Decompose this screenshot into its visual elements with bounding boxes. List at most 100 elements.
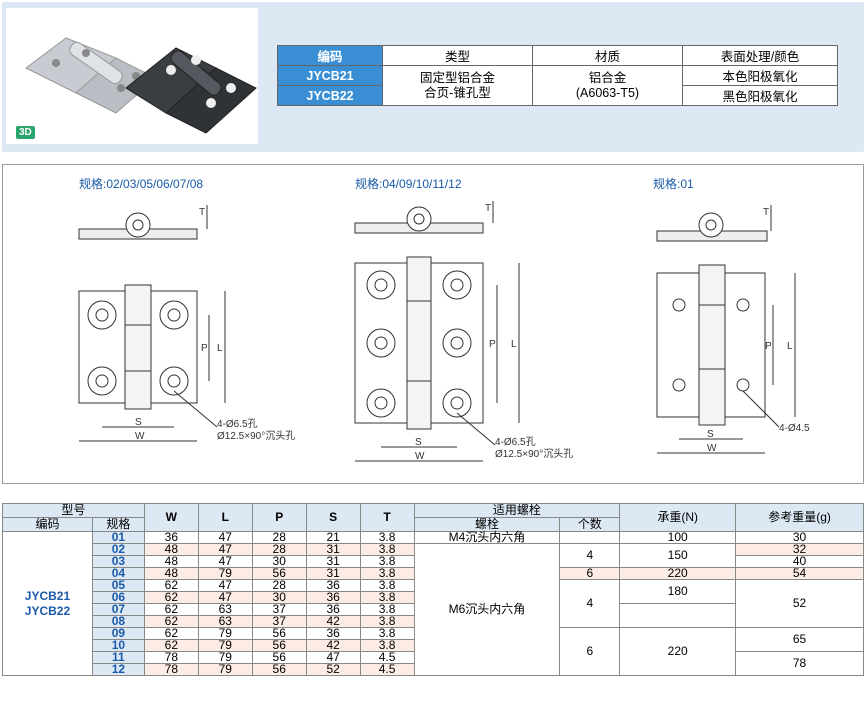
cell-w: 62 (143, 627, 199, 640)
table-row: 02 48 47 28 31 3.8 M6沉头内六角 4 150 32 (3, 543, 864, 676)
drawing-c (656, 205, 796, 454)
spec-09[interactable]: 09 (91, 627, 145, 640)
drawing-b-hole-2: Ø12.5×90°沉头孔 (495, 447, 573, 460)
drawing-c-dim-t: T (763, 207, 769, 218)
header-panel: 3D 编码 类型 材质 表面处理/颜色 JYCB21 固定型铝合金 合页-锥孔型… (2, 2, 864, 152)
type-line2: 合页-锥孔型 (424, 85, 491, 100)
cell-p: 56 (251, 663, 307, 676)
drawing-a-dim-s: S (135, 417, 142, 428)
code-cell: JYCB21 JYCB22 (2, 531, 93, 676)
cell-t: 3.8 (359, 591, 415, 604)
drawing-a-dim-p: P (201, 343, 208, 354)
spec-12[interactable]: 12 (91, 663, 145, 676)
drawing-a-dim-t: T (199, 207, 205, 218)
spec-06[interactable]: 06 (91, 591, 145, 604)
cell-p: 56 (251, 567, 307, 580)
load-100: 100 (619, 531, 737, 544)
finish-black: 黑色阳极氧化 (682, 85, 838, 106)
th-t: T (359, 503, 415, 532)
cell-l: 47 (197, 555, 253, 568)
spec-01[interactable]: 01 (91, 531, 145, 544)
load-220a: 220 (619, 567, 737, 580)
th-bolt: 螺栓 (413, 517, 561, 532)
th-load: 承重(N) (619, 503, 737, 532)
cell-p: 30 (251, 591, 307, 604)
weight-65: 65 (735, 627, 864, 652)
material-line1: 铝合金 (588, 70, 627, 85)
drawing-b-dim-l: L (511, 339, 517, 350)
drawing-b (354, 201, 520, 462)
th-code: 编码 (2, 517, 93, 532)
cell-l: 79 (197, 663, 253, 676)
cell-s: 42 (305, 639, 361, 652)
count-6b: 6 (559, 627, 621, 676)
cell-p: 56 (251, 639, 307, 652)
bolt-m4: M4沉头内六角 (413, 531, 561, 544)
cell-w: 48 (143, 567, 199, 580)
count-empty (559, 531, 621, 544)
load-150: 150 (619, 543, 737, 568)
drawing-c-dim-s: S (707, 429, 714, 440)
count-4b: 4 (559, 579, 621, 628)
cell-s: 36 (305, 627, 361, 640)
spec-04[interactable]: 04 (91, 567, 145, 580)
cell-p: 56 (251, 627, 307, 640)
spec-table: 编码 类型 材质 表面处理/颜色 JYCB21 固定型铝合金 合页-锥孔型 铝合… (277, 45, 838, 106)
code-jycb21[interactable]: JYCB21 (277, 65, 383, 86)
col-finish: 表面处理/颜色 (682, 45, 838, 66)
cell-s: 31 (305, 543, 361, 556)
cell-w: 62 (143, 639, 199, 652)
load-empty (619, 603, 737, 628)
product-photo (6, 8, 258, 144)
table-row: 12 78 79 56 52 4.5 (3, 663, 864, 676)
3d-badge[interactable]: 3D (16, 126, 35, 139)
dimensions-table: 型号 W L P S T 适用螺栓 承重(N) 参考重量(g) 编码 规格 螺栓… (2, 503, 864, 676)
table-row: JYCB21 JYCB22 01 36 47 28 21 3.8 M4沉头内六角… (2, 531, 864, 676)
hinge-photo-illustration (25, 37, 257, 134)
cell-t: 4.5 (359, 663, 415, 676)
drawing-b-dim-p: P (489, 339, 496, 350)
weight-52: 52 (735, 579, 864, 628)
cell-w: 62 (143, 615, 199, 628)
bolt-m6: M6沉头内六角 (413, 543, 561, 676)
drawing-c-label: 规格:01 (653, 177, 694, 191)
drawing-a-hole-1: 4-Ø6.5孔 (217, 418, 258, 430)
weight-54: 54 (735, 567, 864, 580)
drawing-a-dim-l: L (217, 343, 223, 354)
count-6a: 6 (559, 567, 621, 580)
drawing-c-hole: 4-Ø4.5 (779, 423, 810, 434)
col-material: 材质 (532, 45, 683, 66)
th-weight: 参考重量(g) (735, 503, 864, 532)
drawing-b-dim-t: T (485, 203, 491, 214)
table-row: 11 78 79 56 47 4.5 78 (3, 651, 864, 676)
technical-drawings: T P L S W 4-Ø6.5孔 Ø12.5×90°沉头孔 T P L S W… (78, 201, 810, 462)
load-180: 180 (619, 579, 737, 604)
th-w: W (143, 503, 199, 532)
drawing-a (78, 205, 226, 442)
drawing-c-dim-p: P (765, 341, 772, 352)
code-jycb22-row[interactable]: JYCB22 (24, 603, 71, 618)
th-s: S (305, 503, 361, 532)
finish-natural: 本色阳极氧化 (682, 65, 838, 86)
drawing-b-hole-1: 4-Ø6.5孔 (495, 436, 536, 448)
material-line2: (A6063-T5) (575, 85, 640, 100)
th-model: 型号 (2, 503, 145, 518)
drawing-b-dim-s: S (415, 437, 422, 448)
drawing-a-hole-2: Ø12.5×90°沉头孔 (217, 429, 295, 442)
th-count: 个数 (559, 517, 621, 532)
code-jycb21-row[interactable]: JYCB21 (24, 588, 71, 603)
type-line1: 固定型铝合金 (419, 70, 495, 85)
drawing-a-label: 规格:02/03/05/06/07/08 (79, 177, 204, 191)
drawing-c-dim-l: L (787, 341, 793, 352)
table-row: 09 62 79 56 36 3.8 6 220 65 (3, 627, 864, 676)
th-p: P (251, 503, 307, 532)
drawing-a-dim-w: W (135, 431, 145, 442)
cell-l: 63 (197, 615, 253, 628)
cell-w: 78 (143, 663, 199, 676)
weight-32: 32 (735, 543, 864, 556)
code-jycb22[interactable]: JYCB22 (277, 85, 383, 106)
cell-s: 31 (305, 567, 361, 580)
spec-05[interactable]: 05 (91, 579, 145, 592)
count-4a: 4 (559, 543, 621, 568)
table-row: 05 62 47 28 36 3.8 4 180 52 (3, 579, 864, 628)
